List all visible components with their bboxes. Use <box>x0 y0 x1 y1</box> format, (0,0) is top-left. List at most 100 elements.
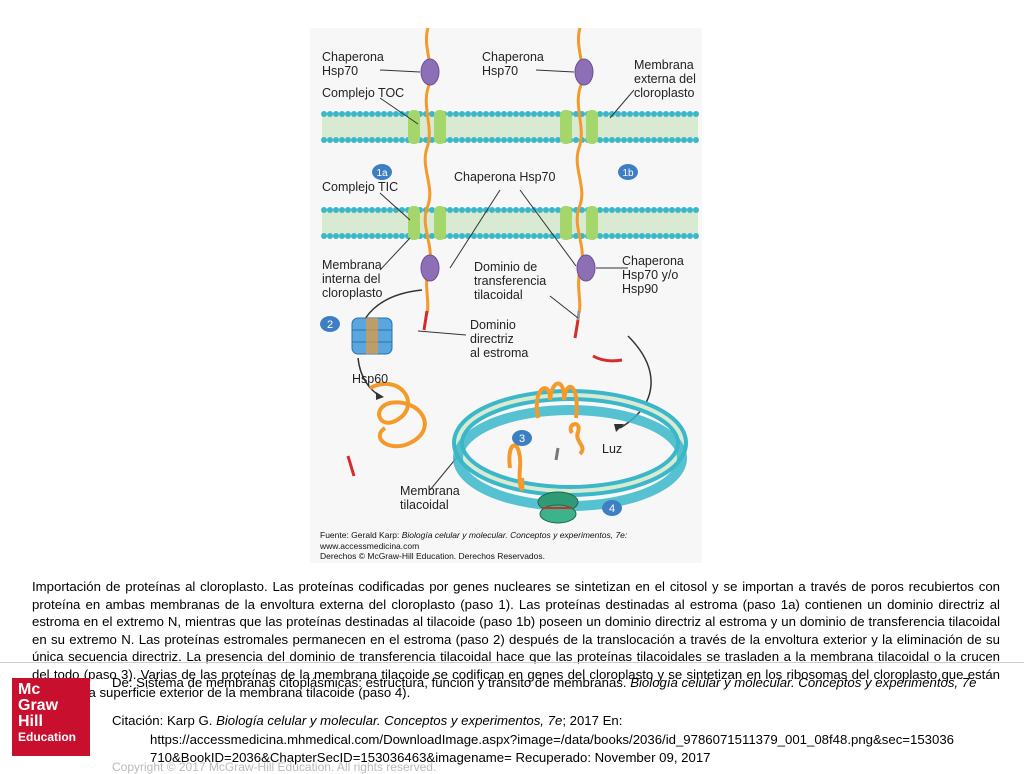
step-badge-1b: 1b <box>618 164 638 180</box>
lipid-head <box>609 207 615 213</box>
lipid-head <box>387 233 393 239</box>
lipid-head <box>333 111 339 117</box>
lipid-head <box>501 233 507 239</box>
lipid-head <box>597 111 603 117</box>
lipid-head <box>351 233 357 239</box>
lipid-head <box>357 137 363 143</box>
lipid-head <box>543 111 549 117</box>
tic-complex-left <box>408 206 446 240</box>
lipid-head <box>531 233 537 239</box>
lipid-head <box>651 111 657 117</box>
lipid-head <box>477 207 483 213</box>
outer-membrane <box>321 111 699 143</box>
citation-url-line1[interactable]: https://accessmedicina.mhmedical.com/Dow… <box>150 731 955 747</box>
lipid-head <box>603 233 609 239</box>
lipid-head <box>519 207 525 213</box>
lipid-head <box>573 233 579 239</box>
lipid-head <box>543 207 549 213</box>
lipid-head <box>501 111 507 117</box>
lipid-head <box>681 233 687 239</box>
lipid-head <box>483 111 489 117</box>
lipid-head <box>579 207 585 213</box>
step-number: 1a <box>376 168 388 179</box>
lipid-head <box>597 233 603 239</box>
lipid-head <box>345 233 351 239</box>
label-dominio-transferencia: Dominio de transferencia tilacoidal <box>474 260 547 302</box>
label-chaperona-hsp70-mid: Chaperona Hsp70 <box>454 170 556 184</box>
lipid-head <box>657 233 663 239</box>
figure-drawing: 1a 1b 2 3 4 <box>320 28 699 524</box>
step-number: 4 <box>609 503 615 515</box>
transfer-domain-right <box>576 310 581 321</box>
lipid-head <box>357 111 363 117</box>
toc-complex-right <box>560 110 598 144</box>
lipid-head <box>375 111 381 117</box>
lipid-head <box>489 207 495 213</box>
lipid-head <box>543 233 549 239</box>
lipid-head <box>327 233 333 239</box>
lipid-head <box>555 111 561 117</box>
lipid-head <box>543 137 549 143</box>
lipid-head <box>339 137 345 143</box>
lipid-head <box>321 137 327 143</box>
step-badge-4: 4 <box>602 500 622 516</box>
thylakoid-protein-lumen <box>568 422 585 456</box>
lipid-head <box>687 137 693 143</box>
chaperone-hsp70-right-top <box>574 58 594 86</box>
lipid-head <box>537 137 543 143</box>
lipid-head <box>651 137 657 143</box>
lipid-head <box>447 137 453 143</box>
lipid-head <box>549 111 555 117</box>
lipid-head <box>621 233 627 239</box>
lipid-head <box>369 233 375 239</box>
lipid-head <box>453 111 459 117</box>
figure-source: Fuente: Gerald Karp: Biología celular y … <box>320 530 628 561</box>
lipid-head <box>369 111 375 117</box>
lipid-head <box>471 233 477 239</box>
lipid-head <box>333 137 339 143</box>
citation-url-line2: 710&BookID=2036&ChapterSecID=153036463&i… <box>150 750 711 765</box>
copyright-notice: Copyright © 2017 McGraw-Hill Education. … <box>112 760 437 774</box>
lipid-head <box>549 137 555 143</box>
thylakoid-ring <box>452 389 688 511</box>
lipid-head <box>477 233 483 239</box>
lipid-head <box>381 233 387 239</box>
lipid-head <box>609 137 615 143</box>
lipid-head <box>603 207 609 213</box>
lipid-head <box>363 207 369 213</box>
lipid-head <box>495 207 501 213</box>
lipid-head <box>387 207 393 213</box>
lipid-head <box>357 207 363 213</box>
lipid-head <box>537 207 543 213</box>
label-chaperona-hsp90: Chaperona Hsp70 y/o Hsp90 <box>622 254 684 296</box>
lipid-head <box>621 111 627 117</box>
lipid-head <box>681 137 687 143</box>
lipid-head <box>681 111 687 117</box>
lipid-head <box>573 137 579 143</box>
lipid-head <box>519 233 525 239</box>
lipid-head <box>531 111 537 117</box>
lipid-head <box>555 207 561 213</box>
lipid-head <box>351 111 357 117</box>
lipid-head <box>675 137 681 143</box>
lipid-head <box>375 137 381 143</box>
lipid-head <box>513 207 519 213</box>
lipid-head <box>513 233 519 239</box>
lipid-head <box>687 207 693 213</box>
lipid-head <box>537 111 543 117</box>
lipid-head <box>495 111 501 117</box>
lipid-head <box>525 137 531 143</box>
lipid-head <box>459 111 465 117</box>
lipid-head <box>627 207 633 213</box>
lipid-head <box>495 233 501 239</box>
lipid-head <box>687 233 693 239</box>
lipid-head <box>429 207 435 213</box>
lipid-head <box>489 233 495 239</box>
lipid-head <box>387 137 393 143</box>
lipid-head <box>363 233 369 239</box>
lipid-head <box>603 137 609 143</box>
label-hsp60: Hsp60 <box>352 372 389 386</box>
lipid-head <box>501 137 507 143</box>
lipid-head <box>537 233 543 239</box>
signal-right <box>573 319 580 339</box>
